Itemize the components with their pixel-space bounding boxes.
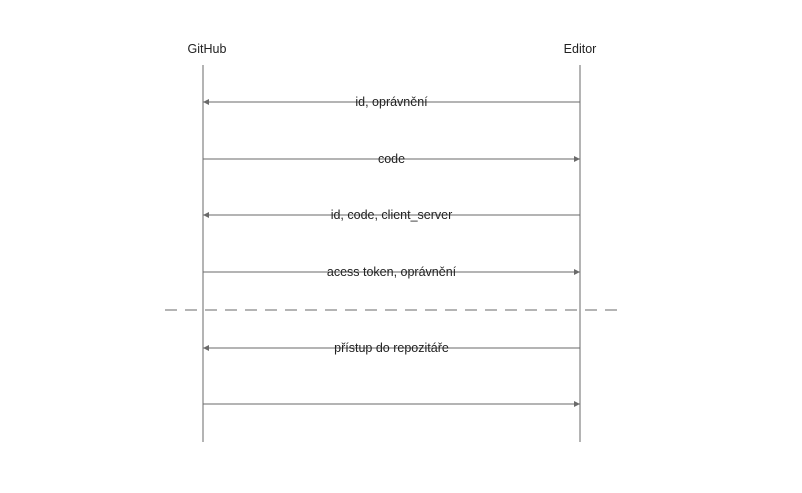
arrowhead-icon bbox=[203, 99, 209, 105]
message-arrow: id, oprávnění bbox=[203, 95, 580, 109]
message-label: id, code, client_server bbox=[331, 208, 453, 222]
arrowhead-icon bbox=[574, 269, 580, 275]
participant-editor-label: Editor bbox=[564, 42, 597, 56]
messages-group: id, oprávnění code id, code, client_server… bbox=[203, 95, 580, 407]
message-label: acess token, oprávnění bbox=[327, 265, 457, 279]
arrowhead-icon bbox=[203, 345, 209, 351]
message-arrow bbox=[203, 401, 580, 407]
message-arrow: code bbox=[203, 152, 580, 166]
message-label: id, oprávnění bbox=[355, 95, 428, 109]
message-arrow: id, code, client_server bbox=[203, 208, 580, 222]
arrowhead-icon bbox=[574, 156, 580, 162]
message-arrow: přístup do repozitáře bbox=[203, 341, 580, 355]
arrowhead-icon bbox=[574, 401, 580, 407]
message-arrow: acess token, oprávnění bbox=[203, 265, 580, 279]
participant-github-label: GitHub bbox=[188, 42, 227, 56]
message-label: přístup do repozitáře bbox=[334, 341, 449, 355]
arrowhead-icon bbox=[203, 212, 209, 218]
message-label: code bbox=[378, 152, 405, 166]
